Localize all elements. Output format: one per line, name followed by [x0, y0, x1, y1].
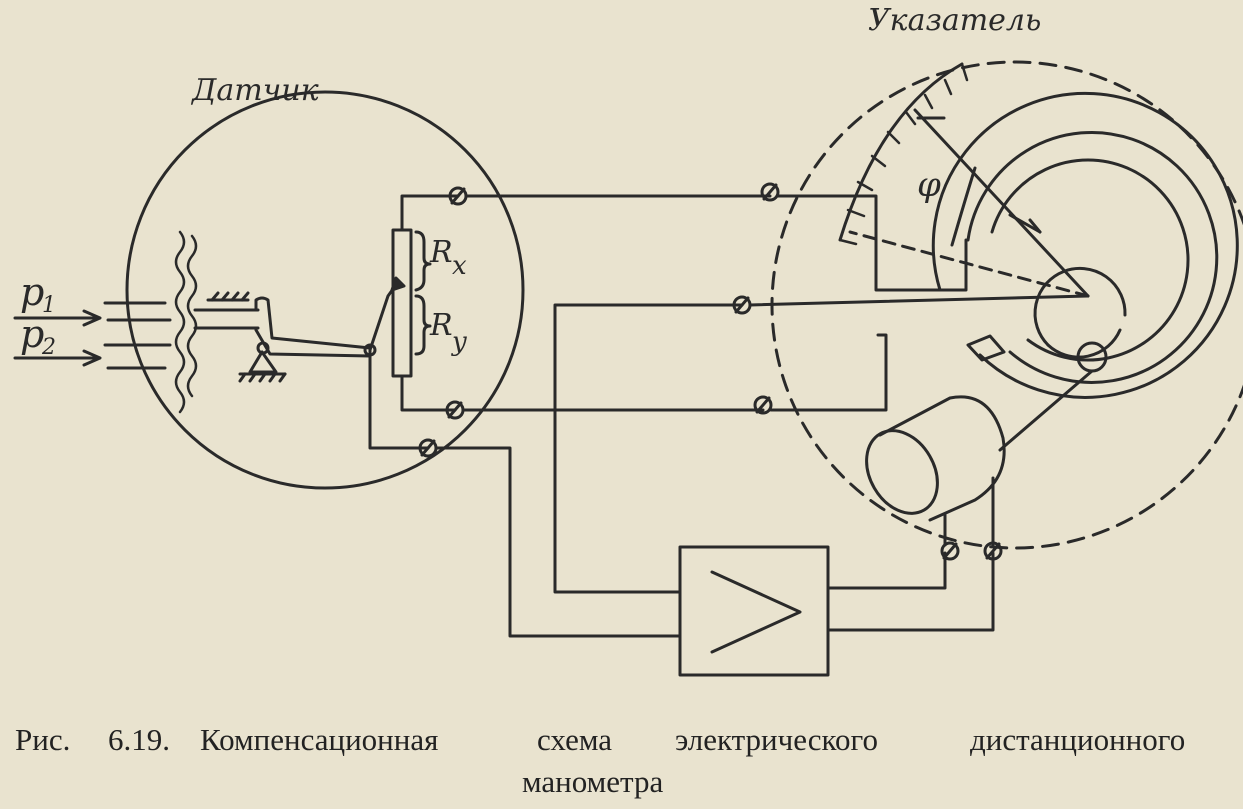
- diaphragm: [174, 230, 198, 414]
- sensor-body: [125, 90, 525, 490]
- phi-label: φ: [917, 165, 941, 205]
- p1-subscript: 1: [42, 293, 56, 318]
- sensor-potentiometer: [368, 228, 432, 378]
- push-rod: [193, 291, 260, 330]
- caption-line-2: манометра: [522, 764, 664, 799]
- diagram-labels: Датчик Указатель p 1 p 2 R x R y φ: [20, 3, 1041, 360]
- caption-word-4: дистанционного: [970, 722, 1186, 757]
- amplifier: [678, 545, 830, 677]
- motor: [865, 395, 1006, 547]
- ry-subscript: y: [451, 327, 467, 357]
- p1-label: p: [20, 270, 44, 314]
- pressure-inlets: [103, 301, 172, 370]
- caption-number: 6.19.: [108, 722, 170, 757]
- sensor-wiring: [368, 194, 460, 450]
- interconnect-wires: [434, 194, 1090, 638]
- caption-word-3: электрического: [675, 722, 878, 757]
- sensor-label: Датчик: [190, 73, 319, 108]
- p2-label: p: [20, 312, 44, 356]
- pressure-arrows: [13, 309, 102, 367]
- caption-word-1: Компенсационная: [200, 722, 439, 757]
- rx-label: R: [429, 235, 453, 270]
- caption-word-2: схема: [537, 722, 613, 757]
- indicator-terminals: [732, 182, 1003, 561]
- rx-subscript: x: [452, 251, 467, 281]
- caption-prefix: Рис.: [15, 722, 71, 757]
- indicator-body: [770, 60, 1243, 550]
- indicator-label: Указатель: [868, 3, 1041, 38]
- indicator-mechanism: [838, 62, 1239, 452]
- p2-subscript: 2: [41, 335, 56, 360]
- ry-label: R: [429, 308, 453, 343]
- lever: [238, 296, 377, 383]
